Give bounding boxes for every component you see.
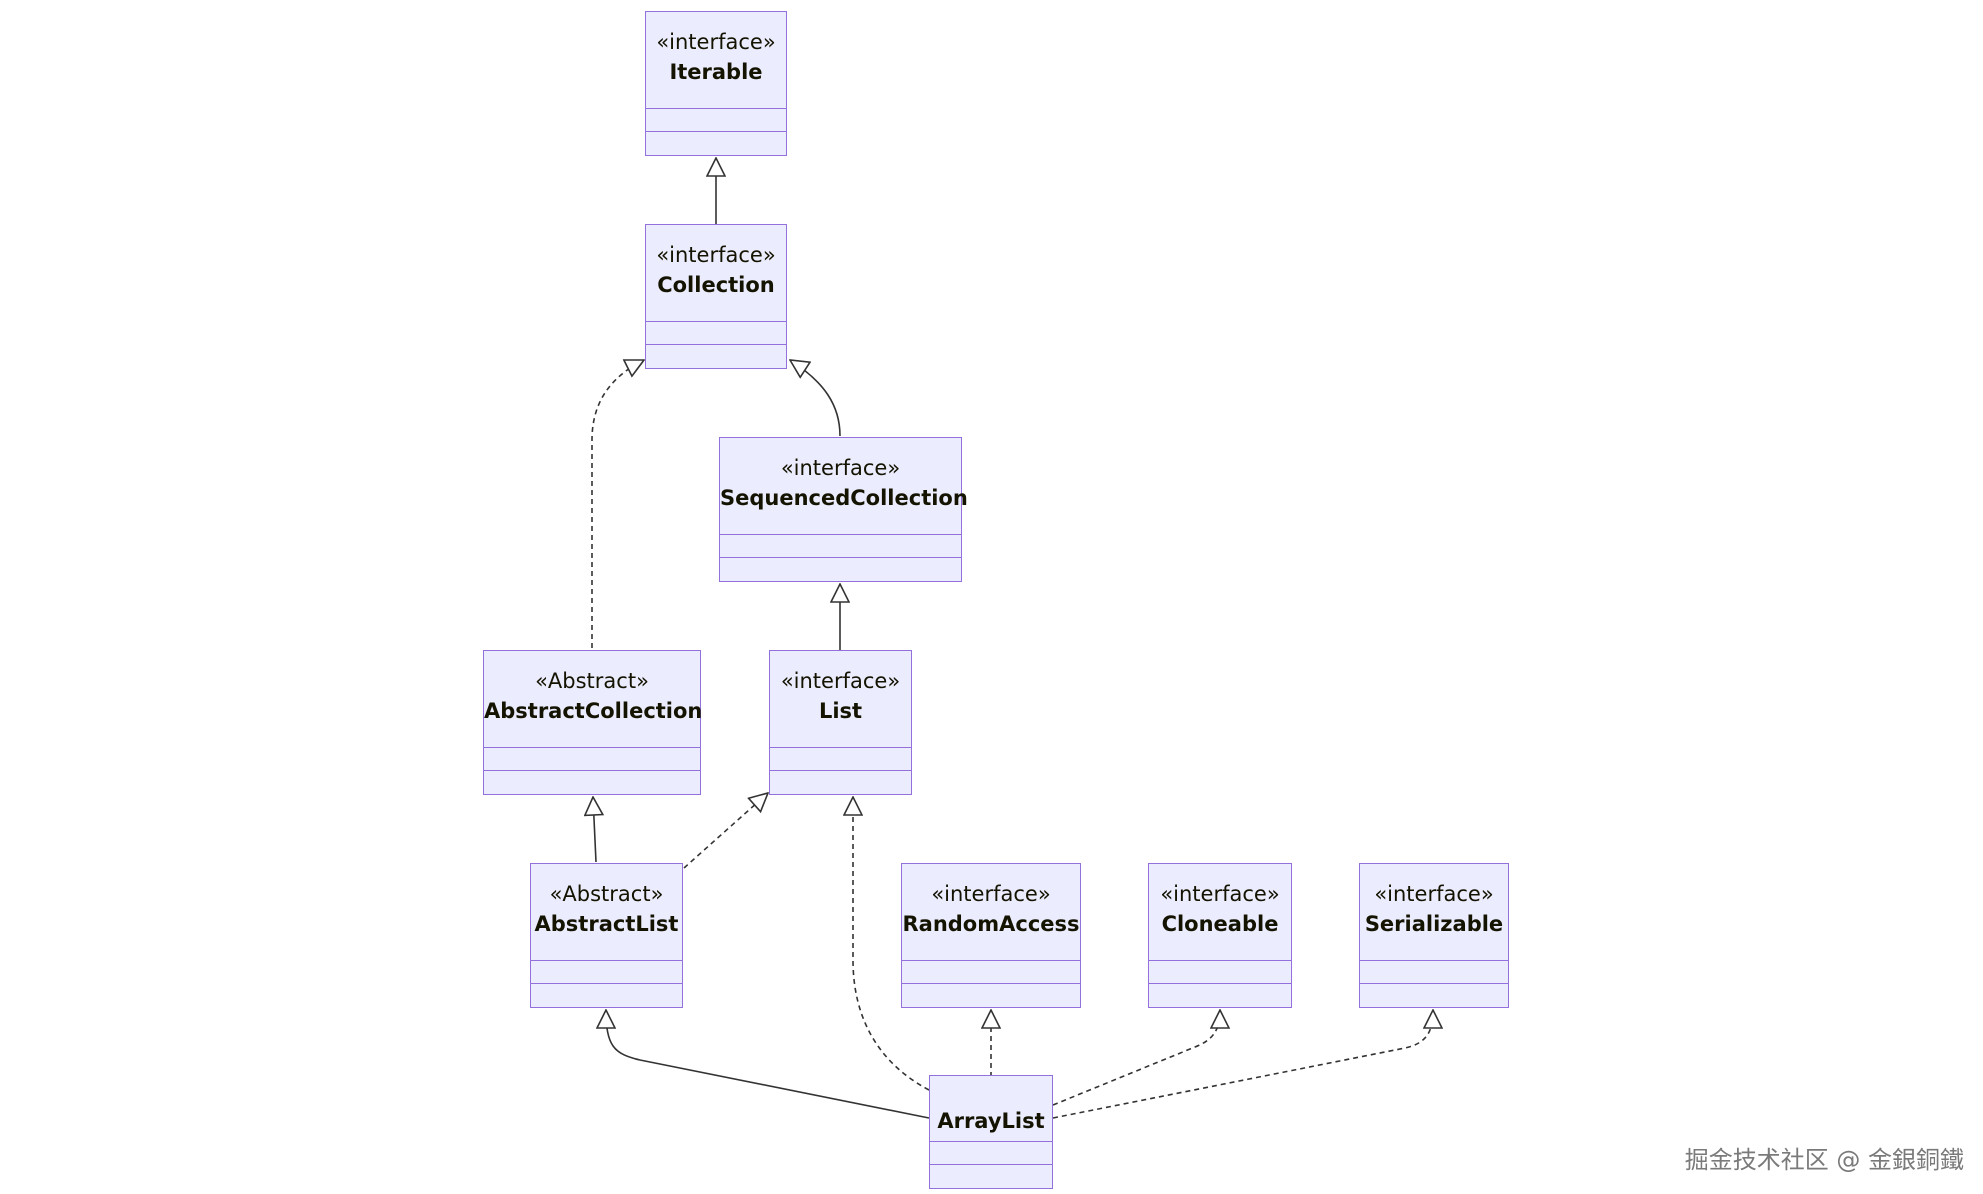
watermark-text: 掘金技术社区 @ 金銀銅鐵: [1684, 1146, 1964, 1174]
attributes-compartment-divider: [646, 321, 786, 322]
stereotype-label: «interface»: [1374, 882, 1494, 906]
attributes-compartment-divider: [484, 747, 700, 748]
attributes-compartment-divider: [646, 108, 786, 109]
methods-compartment-divider: [484, 770, 700, 771]
methods-compartment-divider: [531, 983, 682, 984]
class-box-collection: «interface» Collection: [645, 224, 787, 369]
methods-compartment-divider: [646, 344, 786, 345]
methods-compartment-divider: [720, 557, 961, 558]
class-box-abstractcollection: «Abstract» AbstractCollection: [483, 650, 703, 795]
methods-compartment-divider: [1360, 983, 1508, 984]
class-box-list: «interface» List: [769, 650, 912, 795]
attributes-compartment-divider: [902, 960, 1080, 961]
class-name: Cloneable: [1161, 912, 1279, 936]
class-box-abstractlist: «Abstract» AbstractList: [530, 863, 683, 1008]
attributes-compartment-divider: [1360, 960, 1508, 961]
methods-compartment-divider: [930, 1164, 1052, 1165]
class-name: AbstractCollection: [484, 699, 703, 723]
class-name: AbstractList: [534, 912, 679, 936]
class-name: RandomAccess: [902, 912, 1080, 936]
class-name: ArrayList: [937, 1109, 1045, 1133]
edge-sequencedcollection-extends-collection: [790, 360, 841, 437]
attributes-compartment-divider: [1149, 960, 1291, 961]
stereotype-label: «interface»: [656, 243, 776, 267]
class-box-randomaccess: «interface» RandomAccess: [901, 863, 1081, 1008]
class-box-cloneable: «interface» Cloneable: [1148, 863, 1292, 1008]
edge-arraylist-implements-list: [853, 797, 930, 1091]
stereotype-label: «interface»: [656, 30, 776, 54]
stereotype-label: «interface»: [780, 669, 901, 693]
class-name: Iterable: [669, 60, 763, 84]
class-box-arraylist: ArrayList: [929, 1075, 1053, 1189]
stereotype-label: «Abstract»: [549, 882, 664, 906]
edge-arraylist-implements-serializable: [1052, 1010, 1433, 1119]
edge-arraylist-extends-abstractlist: [606, 1010, 930, 1119]
stereotype-label: «interface»: [780, 456, 901, 480]
class-box-serializable: «interface» Serializable: [1359, 863, 1509, 1008]
attributes-compartment-divider: [770, 747, 911, 748]
edge-abstractcollection-implements-collection: [591, 360, 644, 648]
attributes-compartment-divider: [930, 1141, 1052, 1142]
class-box-sequencedcollection: «interface» SequencedCollection: [719, 437, 968, 582]
edge-abstractlist-implements-list: [683, 793, 768, 869]
edge-abstractlist-extends-abstractcollection: [593, 797, 596, 863]
class-name: List: [818, 699, 863, 723]
class-box-iterable: «interface» Iterable: [645, 11, 787, 156]
class-name: Collection: [657, 273, 775, 297]
methods-compartment-divider: [1149, 983, 1291, 984]
stereotype-label: «interface»: [931, 882, 1051, 906]
class-name: SequencedCollection: [720, 486, 968, 510]
stereotype-label: «interface»: [1160, 882, 1280, 906]
methods-compartment-divider: [770, 770, 911, 771]
methods-compartment-divider: [646, 131, 786, 132]
attributes-compartment-divider: [720, 534, 961, 535]
methods-compartment-divider: [902, 983, 1080, 984]
class-name: Serializable: [1364, 912, 1504, 936]
stereotype-label: «Abstract»: [535, 669, 649, 693]
attributes-compartment-divider: [531, 960, 682, 961]
edge-arraylist-implements-cloneable: [1052, 1010, 1220, 1106]
